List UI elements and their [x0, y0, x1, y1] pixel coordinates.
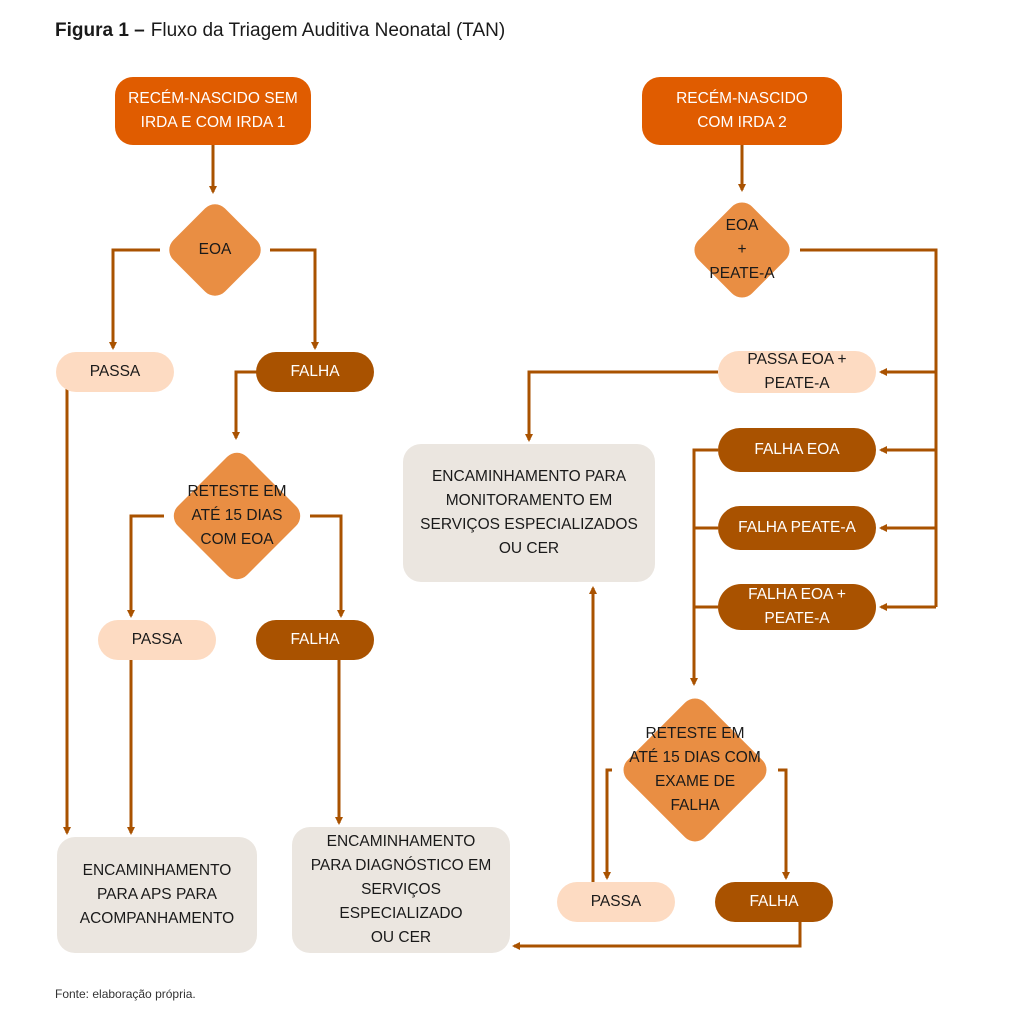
node-label-line: + — [737, 241, 746, 258]
result-pill — [718, 428, 876, 472]
node-label-line: OU CER — [499, 540, 559, 557]
figure-source: Fonte: elaboração própria. — [55, 987, 196, 1001]
outcome-box — [57, 837, 257, 953]
result-pill — [718, 506, 876, 550]
decision-diamond — [169, 204, 261, 296]
node-pass-3: PASSA — [557, 882, 675, 922]
result-pill — [256, 352, 374, 392]
node-label-line: PASSA — [90, 363, 141, 380]
decision-diamond — [694, 202, 790, 298]
node-out-aps: ENCAMINHAMENTO PARA APS PARA ACOMPANHAMENT… — [57, 837, 257, 953]
node-label-line: PEATE-A — [764, 610, 830, 627]
node-label-line: EOA — [726, 217, 759, 234]
node-out-monitor: ENCAMINHAMENTO PARA MONITORAMENTO EM SERVI… — [403, 444, 655, 582]
node-label-line: FALHA EOA — [754, 441, 840, 458]
node-dec-eoa-peate: EOA + PEATE-A — [694, 202, 790, 298]
node-fail-1: FALHA — [256, 352, 374, 392]
node-start-right: RECÉM-NASCIDO COM IRDA 2 — [642, 77, 842, 145]
connector-retest-right-to-fail3 — [778, 768, 790, 880]
figure-label: Figura 1 – — [55, 20, 145, 41]
node-pass-2: PASSA — [98, 620, 216, 660]
figure-title-text: Fluxo da Triagem Auditiva Neonatal (TAN) — [150, 20, 506, 41]
node-label-line: RECÉM-NASCIDO — [676, 90, 808, 107]
node-label-line: ENCAMINHAMENTO PARA — [432, 468, 627, 485]
connector-retest-left-to-fail2 — [310, 514, 345, 618]
node-label-line: PASSA — [591, 893, 642, 910]
node-label-line: IRDA E COM IRDA 1 — [141, 114, 286, 131]
node-start-left: RECÉM-NASCIDO SEM IRDA E COM IRDA 1 — [115, 77, 311, 145]
node-label-line: EOA — [199, 241, 232, 258]
connector-fail3-to-diag — [512, 922, 802, 950]
node-label-line: ESPECIALIZADO — [339, 905, 462, 922]
node-label-line: PASSA — [132, 631, 183, 648]
node-label-line: ATÉ 15 DIAS — [191, 507, 282, 524]
node-dec-eoa: EOA — [169, 204, 261, 296]
node-fail-eoa-peate: FALHA EOA + PEATE-A — [718, 584, 876, 630]
outcome-box — [403, 444, 655, 582]
start-box — [642, 77, 842, 145]
result-pill — [718, 351, 876, 393]
node-label-line: SERVIÇOS — [361, 881, 441, 898]
node-label-line: FALHA PEATE-A — [738, 519, 856, 536]
node-label-line: OU CER — [371, 929, 431, 946]
decision-diamond — [173, 452, 301, 580]
result-pill — [56, 352, 174, 392]
node-pass-eoa-peate: PASSA EOA + PEATE-A — [718, 351, 876, 393]
connector-eoa-to-fail1 — [270, 248, 319, 350]
result-pill — [557, 882, 675, 922]
node-label-line: PEATE-A — [709, 265, 775, 282]
node-label-line: COM EOA — [200, 531, 274, 548]
node-label-line: FALHA — [670, 797, 720, 814]
node-dec-retest-right: RETESTE EM ATÉ 15 DIAS COM EXAME DE FALHA — [623, 698, 767, 842]
decision-diamond — [623, 698, 767, 842]
node-label-line: RETESTE EM — [645, 725, 744, 742]
connectors — [63, 145, 938, 950]
node-label-line: PARA APS PARA — [97, 886, 218, 903]
node-fail-2: FALHA — [256, 620, 374, 660]
node-out-diag: ENCAMINHAMENTO PARA DIAGNÓSTICO EM SERVIÇO… — [292, 827, 510, 953]
node-label-line: ACOMPANHAMENTO — [80, 910, 234, 927]
node-label-line: FALHA — [290, 631, 340, 648]
node-label-line: PEATE-A — [764, 375, 830, 392]
node-label-line: ENCAMINHAMENTO — [327, 833, 476, 850]
figure-title: Figura 1 –Fluxo da Triagem Auditiva Neon… — [55, 20, 505, 42]
node-label-line: ENCAMINHAMENTO — [83, 862, 232, 879]
node-label-line: PARA DIAGNÓSTICO EM — [311, 857, 492, 874]
connector-pass-eoa-peate-to-monitor — [525, 370, 718, 442]
node-label-line: RETESTE EM — [187, 483, 286, 500]
connector-fails-merge — [690, 448, 718, 686]
node-label-line: COM IRDA 2 — [697, 114, 787, 131]
result-pill — [256, 620, 374, 660]
connector-retest-right-to-pass3 — [603, 768, 612, 880]
result-pill — [718, 584, 876, 630]
node-dec-retest-left: RETESTE EM ATÉ 15 DIAS COM EOA — [173, 452, 301, 580]
node-label-line: FALHA EOA + — [748, 586, 846, 603]
result-pill — [715, 882, 833, 922]
node-label-line: EXAME DE — [655, 773, 735, 790]
node-pass-1: PASSA — [56, 352, 174, 392]
connector-fail1-to-retest — [232, 370, 258, 440]
node-label-line: RECÉM-NASCIDO SEM — [128, 90, 298, 107]
node-label-line: FALHA — [290, 363, 340, 380]
result-pill — [98, 620, 216, 660]
node-fail-eoa: FALHA EOA — [718, 428, 876, 472]
node-label-line: FALHA — [749, 893, 799, 910]
node-label-line: PASSA EOA + — [747, 351, 846, 368]
connector-eoa-peate-to-branch — [800, 248, 938, 607]
connector-eoa-to-pass1 — [109, 248, 160, 350]
node-label-line: SERVIÇOS ESPECIALIZADOS — [420, 516, 638, 533]
connector-retest-left-to-pass2 — [127, 514, 164, 618]
outcome-box — [292, 827, 510, 953]
node-fail-3: FALHA — [715, 882, 833, 922]
node-label-line: ATÉ 15 DIAS COM — [629, 749, 761, 766]
node-label-line: MONITORAMENTO EM — [446, 492, 613, 509]
node-fail-peate: FALHA PEATE-A — [718, 506, 876, 550]
start-box — [115, 77, 311, 145]
